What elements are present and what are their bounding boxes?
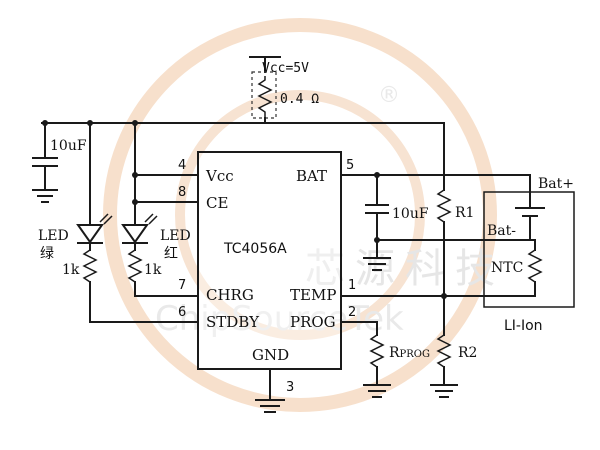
green-led-resistor-label: 1k <box>62 262 80 278</box>
resistor-r1: R1 <box>436 122 474 297</box>
sense-resistor-box <box>251 71 277 119</box>
green-led-branch: LED 绿 1k <box>38 122 199 323</box>
green-led-resistor <box>82 249 98 283</box>
battery-neg-label: Bat- <box>487 223 516 239</box>
r2-label: R2 <box>458 345 477 361</box>
ic-chip: TC4056A Vcc 4 CE 8 CHRG 7 STDBY 6 BAT 5 … <box>178 151 356 395</box>
pin-gnd-label: GND <box>252 346 289 364</box>
pin-gnd-num: 3 <box>286 380 294 395</box>
r1-label: R1 <box>455 205 474 221</box>
red-led-resistor <box>127 249 143 283</box>
pin-temp-label: TEMP <box>290 286 336 304</box>
supply-label: Vcc=5V <box>262 61 309 76</box>
pin-temp-num: 1 <box>348 278 356 293</box>
pin-stdby-label: STDBY <box>206 313 260 331</box>
watermark-text-cn: 芯源科技 <box>305 246 505 292</box>
watermark-ring-outer <box>103 18 497 412</box>
green-led-label: LED <box>38 228 69 244</box>
watermark-ring-inner <box>175 90 425 340</box>
input-capacitor: 10uF <box>32 122 87 203</box>
battery-capacitor-label: 10uF <box>392 206 429 222</box>
pin-vcc-label: Vcc <box>205 167 234 185</box>
ic-name: TC4056A <box>223 241 287 257</box>
rprog-label: RPROG <box>389 345 430 361</box>
watermark-registered: ® <box>378 83 400 108</box>
watermark-text-en: ChipSourceTek <box>155 299 404 339</box>
rprog-label-sub: PROG <box>400 349 430 360</box>
pin-bat-label: BAT <box>296 167 327 185</box>
pin-prog-label: PROG <box>290 313 336 331</box>
pin-stdby-num: 6 <box>178 305 186 320</box>
battery-pack: Bat+ Bat- NTC LI-Ion <box>483 174 575 334</box>
battery-capacitor: 10uF <box>363 174 531 271</box>
red-led-resistor-label: 1k <box>144 262 162 278</box>
ic-ground <box>255 368 285 413</box>
green-led-diode <box>76 224 104 244</box>
watermark: ® 芯源科技 ChipSourceTek <box>103 18 505 412</box>
ic-body <box>197 151 342 370</box>
red-led-color: 红 <box>164 246 178 262</box>
pin-chrg-label: CHRG <box>206 286 254 304</box>
red-led-branch: LED 红 1k <box>121 122 199 297</box>
resistor-rprog: RPROG <box>340 321 430 398</box>
battery-type-label: LI-Ion <box>504 318 543 334</box>
sense-resistor-label: 0.4 Ω <box>280 92 319 107</box>
ntc-label: NTC <box>491 260 523 276</box>
red-led-diode <box>121 224 149 244</box>
battery-pos-label: Bat+ <box>538 176 574 192</box>
pin-chrg-num: 7 <box>178 278 186 293</box>
supply-section: Vcc=5V 0.4 Ω <box>249 56 319 124</box>
green-led-color: 绿 <box>40 246 54 262</box>
pin-vcc-num: 4 <box>178 158 186 173</box>
resistor-r2: R2 <box>430 295 477 398</box>
pin-bat-num: 5 <box>346 158 354 173</box>
pin-prog-num: 2 <box>348 305 356 320</box>
pin-ce-num: 8 <box>178 185 186 200</box>
input-capacitor-label: 10uF <box>50 138 87 154</box>
pin-ce-label: CE <box>206 194 228 212</box>
sense-resistor-symbol <box>257 76 273 118</box>
ntc-resistor <box>527 249 543 283</box>
red-led-label: LED <box>160 228 191 244</box>
